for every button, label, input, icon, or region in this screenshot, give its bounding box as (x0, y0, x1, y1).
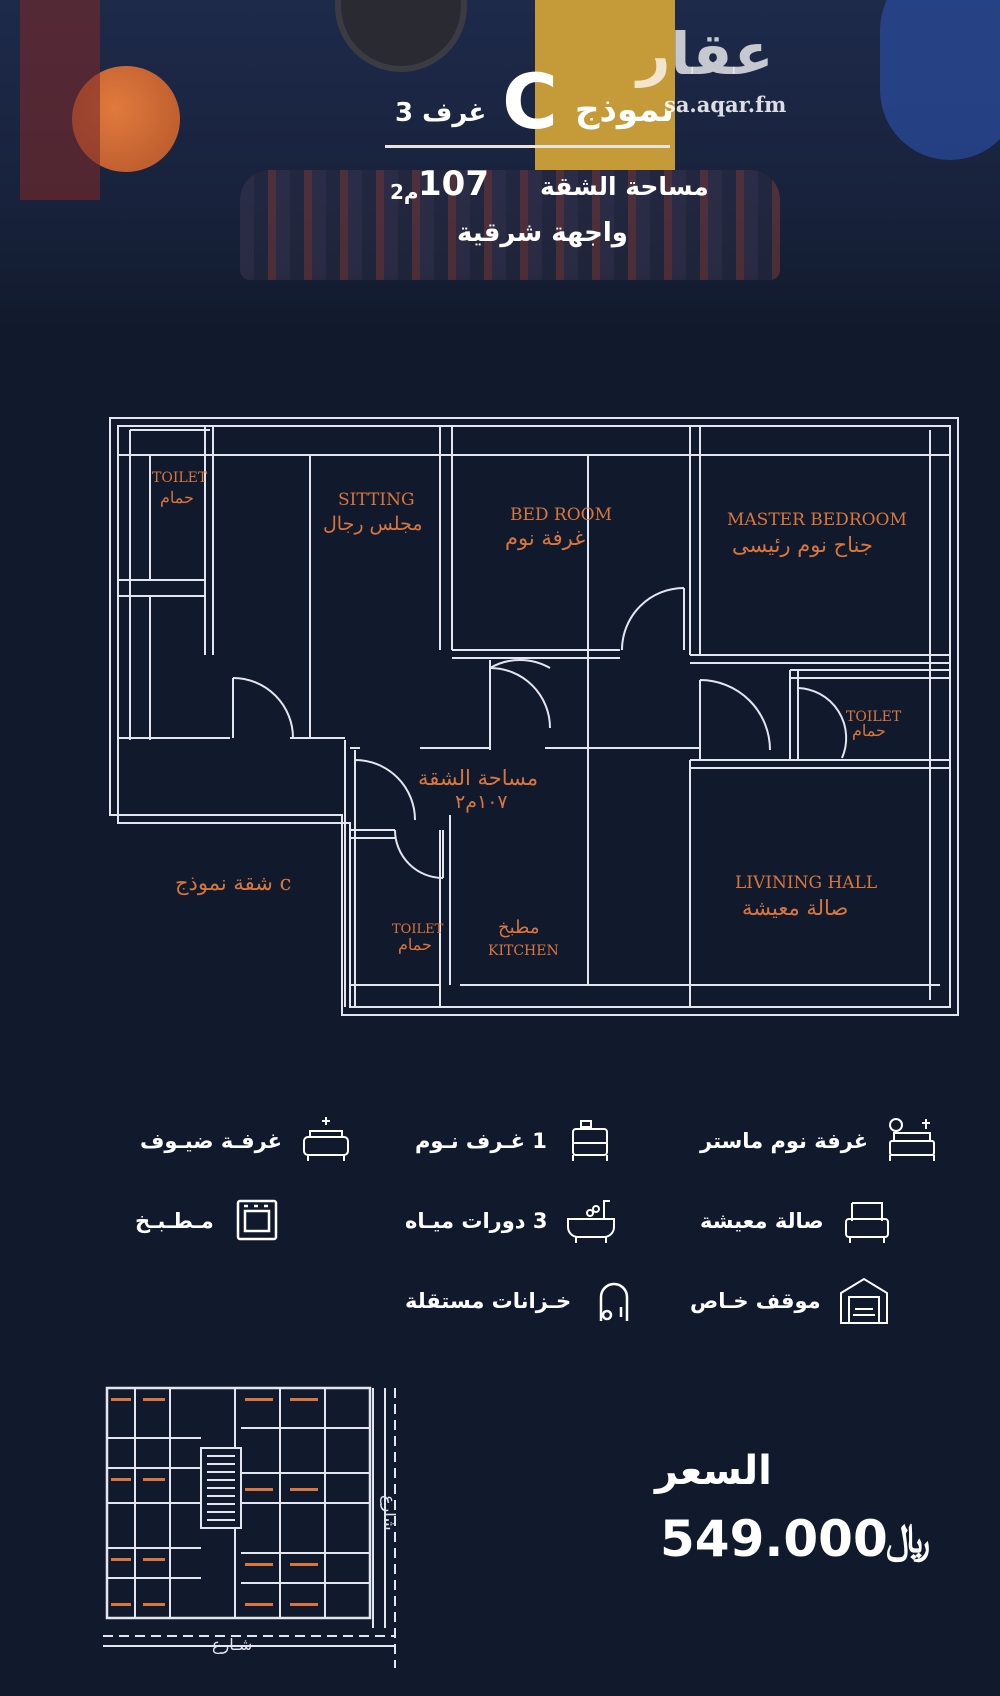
apartment-area-ar: مساحة الشقة (418, 766, 538, 790)
feature-label: موقف خـاص (690, 1289, 821, 1313)
feature-label: غرفة نوم ماستر (700, 1129, 869, 1153)
toilet-3-ar: حمام (398, 935, 432, 954)
bathtub-icon (562, 1195, 620, 1247)
toilet-1-ar: حمام (160, 488, 194, 507)
sitting-ar: مجلس رجال (323, 513, 423, 535)
feature-label: خـزانات مستقلة (405, 1289, 572, 1313)
title-divider (385, 145, 670, 148)
bedroom-ar: غرفة نوم (505, 526, 585, 551)
watermark-brand: عقار (637, 20, 774, 88)
decor-blue-arch (880, 0, 1000, 160)
currency-symbol: ﷼ (886, 1516, 931, 1562)
model-label: نموذج (575, 90, 674, 130)
model-note: شقة نموذج c (175, 871, 291, 896)
garage-icon (835, 1275, 893, 1327)
price-label: السعر (655, 1448, 772, 1494)
toilet-1-en: TOILET (152, 470, 208, 486)
price-value: 549.000 (660, 1510, 888, 1568)
master-bedroom-ar: جناح نوم رئيسى (732, 533, 873, 558)
feature-bedrooms: 1 غـرف نـوم (415, 1115, 619, 1167)
site-plan (103, 1386, 396, 1668)
oven-icon (228, 1195, 286, 1247)
facing-label: واجهة شرقية (457, 218, 628, 248)
decor-yellow-panel (535, 0, 675, 170)
feature-label: مـطـبـخ (135, 1209, 214, 1233)
armchair-icon (838, 1195, 896, 1247)
feature-private-parking: موقف خـاص (690, 1275, 893, 1327)
master-bed-icon (882, 1115, 940, 1167)
kitchen-en: KITCHEN (488, 943, 559, 959)
feature-label: 3 دورات ميـاه (405, 1209, 548, 1233)
feature-label: صالة معيشة (700, 1209, 824, 1233)
sitting-en: SITTING (338, 490, 415, 510)
watermark-url: sa.aqar.fm (664, 92, 787, 117)
hero-banner: عقار sa.aqar.fm نموذج C 3 غرف مساحة الشق… (0, 0, 1000, 330)
rooms-count: 3 غرف (395, 98, 487, 128)
apartment-area-value: ١٠٧م٢ (455, 791, 508, 813)
decor-sofa (240, 170, 780, 280)
area-unit: م2 (390, 180, 419, 204)
decor-red-panel (20, 0, 100, 200)
toilet-2-en: TOILET (846, 709, 902, 725)
feature-water-tanks: خـزانات مستقلة (405, 1275, 643, 1327)
kitchen-ar: مطبخ (498, 917, 539, 938)
bedroom-en: BED ROOM (510, 505, 612, 525)
bed-icon (561, 1115, 619, 1167)
living-hall-ar: صالة معيشة (742, 896, 848, 920)
feature-kitchen: مـطـبـخ (135, 1195, 286, 1247)
street-label-vertical: شارع (380, 1495, 399, 1531)
feature-guest-room: غرفـة ضيـوف (140, 1115, 354, 1167)
tank-icon (585, 1275, 643, 1327)
toilet-2-ar: حمام (852, 721, 886, 740)
living-hall-en: LIVINING HALL (735, 873, 877, 893)
master-bedroom-en: MASTER BEDROOM (727, 510, 907, 530)
model-letter: C (502, 57, 558, 146)
street-label-horizontal: شـارع (212, 1635, 253, 1654)
feature-master-bedroom: غرفة نوم ماستر (700, 1115, 940, 1167)
area-value: 107 (418, 164, 489, 204)
feature-label: غرفـة ضيـوف (140, 1129, 282, 1153)
area-label: مساحة الشقة (540, 172, 709, 201)
feature-living-hall: صالة معيشة (700, 1195, 896, 1247)
sofa-icon (296, 1115, 354, 1167)
floor-plan: TOILET حمام SITTING مجلس رجال BED ROOM غ… (109, 417, 959, 1016)
toilet-3-en: TOILET (392, 922, 444, 937)
feature-label: 1 غـرف نـوم (415, 1129, 547, 1153)
feature-bathrooms: 3 دورات ميـاه (405, 1195, 620, 1247)
